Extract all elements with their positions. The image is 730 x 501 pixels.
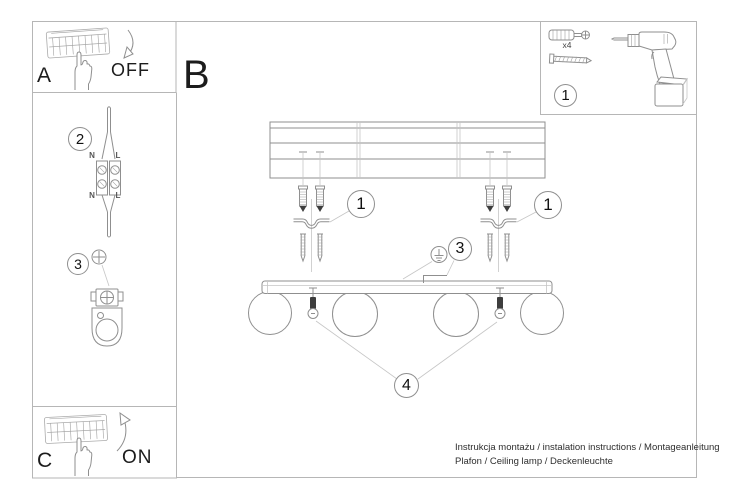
lamp-globes: [248, 291, 564, 337]
footer-line-2: Plafon / Ceiling lamp / Deckenleuchte: [455, 456, 613, 467]
screw-icon: [548, 53, 593, 64]
wire-live-label-bottom: L: [115, 191, 121, 200]
footer-text: Instrukcja montażu / instalation instruc…: [455, 441, 720, 469]
ground-terminal-icon: [402, 246, 448, 280]
power-off-label: OFF: [111, 60, 150, 80]
globe-fixing-bolts: [307, 287, 506, 380]
pointing-hand-icon-c: [74, 437, 93, 477]
lamp-canopy-bar: [261, 260, 553, 294]
callout-3-main: 3: [448, 237, 472, 261]
callout-1-right: 1: [534, 191, 562, 219]
callout-1-kit: 1: [554, 84, 577, 107]
callout-2: 2: [68, 127, 92, 151]
anchor-quantity-label: x4: [562, 40, 572, 50]
callout-4: 4: [394, 373, 419, 398]
wire-neutral-label-bottom: N: [89, 191, 95, 200]
anchor-screw-columns: [293, 153, 537, 272]
pointing-hand-icon: [74, 51, 93, 91]
wall-plug-icon: [548, 29, 590, 41]
ground-screw-icon: [91, 249, 110, 287]
callout-1-left: 1: [347, 190, 375, 218]
frame-borders: [32, 21, 697, 479]
callout-3-left: 3: [67, 253, 89, 275]
wire-neutral-label-top: N: [89, 151, 95, 160]
step-b-label: B: [183, 53, 210, 97]
ceiling-cross-section: [269, 121, 546, 179]
step-a-label: A: [37, 64, 52, 87]
wire-terminal-diagram: [96, 106, 121, 238]
wire-live-label-top: L: [115, 151, 121, 160]
power-on-label: ON: [122, 447, 153, 468]
mounting-bracket-icon: [90, 288, 124, 347]
footer-line-1: Instrukcja montażu / instalation instruc…: [455, 442, 720, 453]
arrow-down-icon: [123, 29, 134, 59]
drill-icon: [610, 31, 688, 107]
step-c-label: C: [37, 449, 53, 472]
arrow-up-icon: [116, 411, 131, 452]
breaker-panel-icon-c: [43, 413, 109, 445]
